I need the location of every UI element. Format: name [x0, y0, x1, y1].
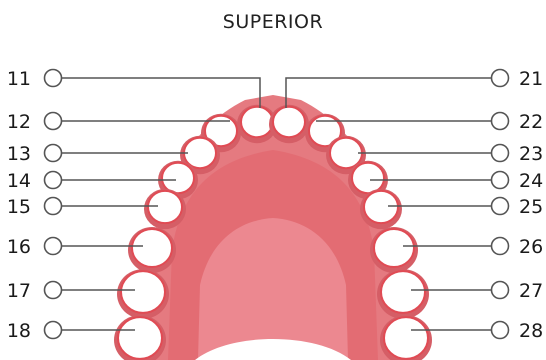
- tooth-select-23-radio[interactable]: [492, 145, 509, 162]
- tooth-16[interactable]: [128, 227, 176, 273]
- tooth-26[interactable]: [370, 227, 418, 273]
- tooth-select-12-radio[interactable]: [45, 113, 62, 130]
- tooth-label-12: 12: [7, 111, 31, 133]
- tooth-select-25-radio[interactable]: [492, 198, 509, 215]
- tooth-label-23: 23: [519, 143, 543, 165]
- tooth-select-24-radio[interactable]: [492, 172, 509, 189]
- tooth-crown: [330, 138, 362, 168]
- tooth-crown: [162, 163, 194, 193]
- tooth-label-11: 11: [7, 68, 31, 90]
- tooth-crown: [381, 271, 425, 313]
- tooth-crown: [384, 317, 428, 359]
- tooth-label-21: 21: [519, 68, 543, 90]
- tooth-label-22: 22: [519, 111, 543, 133]
- tooth-select-14-radio[interactable]: [45, 172, 62, 189]
- tooth-25[interactable]: [360, 189, 402, 229]
- tooth-crown: [374, 229, 414, 267]
- leader-line-21: [286, 78, 491, 108]
- tooth-crown: [241, 107, 273, 137]
- tooth-select-17-radio[interactable]: [45, 282, 62, 299]
- tooth-select-11-radio[interactable]: [45, 70, 62, 87]
- tooth-label-26: 26: [519, 236, 543, 258]
- tooth-label-16: 16: [7, 236, 31, 258]
- tooth-crown: [184, 138, 216, 168]
- tooth-label-15: 15: [7, 196, 31, 218]
- tooth-crown: [132, 229, 172, 267]
- tooth-select-22-radio[interactable]: [492, 113, 509, 130]
- tooth-crown: [352, 163, 384, 193]
- tooth-select-21-radio[interactable]: [492, 70, 509, 87]
- tooth-label-14: 14: [7, 170, 31, 192]
- tooth-21[interactable]: [269, 105, 309, 143]
- tooth-select-27-radio[interactable]: [492, 282, 509, 299]
- tooth-27[interactable]: [377, 269, 429, 319]
- leader-line-11: [62, 78, 260, 108]
- tooth-select-18-radio[interactable]: [45, 322, 62, 339]
- tooth-crown: [273, 107, 305, 137]
- tooth-select-15-radio[interactable]: [45, 198, 62, 215]
- tooth-label-28: 28: [519, 320, 543, 342]
- tooth-15[interactable]: [144, 189, 186, 229]
- tooth-label-27: 27: [519, 280, 543, 302]
- tooth-label-17: 17: [7, 280, 31, 302]
- tooth-crown: [148, 191, 182, 223]
- tooth-select-13-radio[interactable]: [45, 145, 62, 162]
- tooth-crown: [118, 317, 162, 359]
- tooth-label-24: 24: [519, 170, 543, 192]
- tooth-select-16-radio[interactable]: [45, 238, 62, 255]
- tooth-crown: [121, 271, 165, 313]
- tooth-select-26-radio[interactable]: [492, 238, 509, 255]
- tooth-label-18: 18: [7, 320, 31, 342]
- tooth-label-25: 25: [519, 196, 543, 218]
- tooth-label-13: 13: [7, 143, 31, 165]
- tooth-select-28-radio[interactable]: [492, 322, 509, 339]
- tooth-17[interactable]: [117, 269, 169, 319]
- tooth-crown: [364, 191, 398, 223]
